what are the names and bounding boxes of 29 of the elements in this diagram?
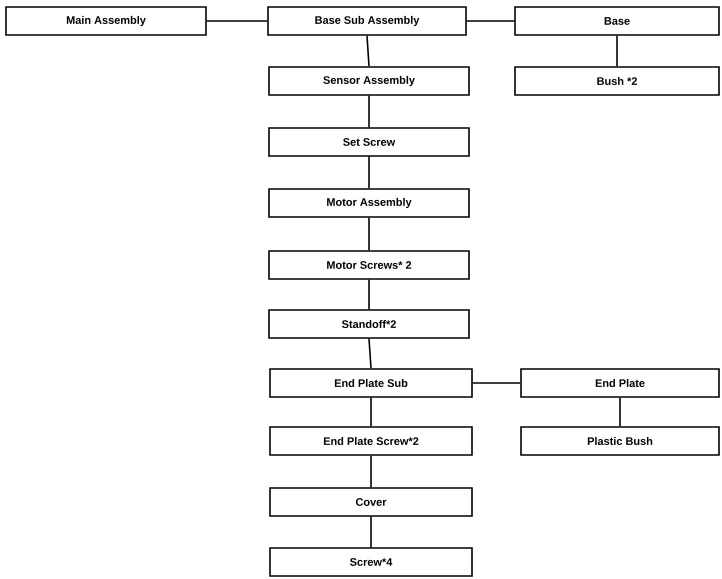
connector-line	[368, 156, 370, 188]
connector-line	[368, 96, 370, 128]
part-box: Standoff*2	[268, 309, 470, 339]
part-box: Screw*4	[269, 547, 473, 577]
connector-line	[368, 218, 370, 250]
part-box: Base Sub Assembly	[267, 6, 467, 36]
connector-line	[370, 516, 372, 548]
connector-line	[366, 36, 370, 66]
part-box: End Plate Sub	[269, 368, 473, 398]
part-box: End Plate	[520, 368, 720, 398]
connector-line	[472, 382, 520, 384]
part-box: Plastic Bush	[520, 426, 720, 456]
connector-line	[368, 280, 370, 310]
part-box: Main Assembly	[5, 6, 207, 36]
part-box: Base	[514, 6, 720, 36]
connector-line	[370, 456, 372, 488]
part-box: Sensor Assembly	[268, 66, 470, 96]
part-box: Bush *2	[514, 66, 720, 96]
part-box: Cover	[269, 487, 473, 517]
part-box: Set Screw	[268, 127, 470, 157]
part-box: Motor Assembly	[268, 188, 470, 218]
part-box: Motor Screws* 2	[268, 250, 470, 280]
connector-line	[370, 398, 372, 426]
connector-line	[206, 20, 268, 22]
connector-line	[466, 20, 514, 22]
connector-line	[368, 338, 372, 368]
connector-line	[619, 398, 621, 426]
connector-line	[616, 36, 618, 66]
part-box: End Plate Screw*2	[269, 426, 473, 456]
